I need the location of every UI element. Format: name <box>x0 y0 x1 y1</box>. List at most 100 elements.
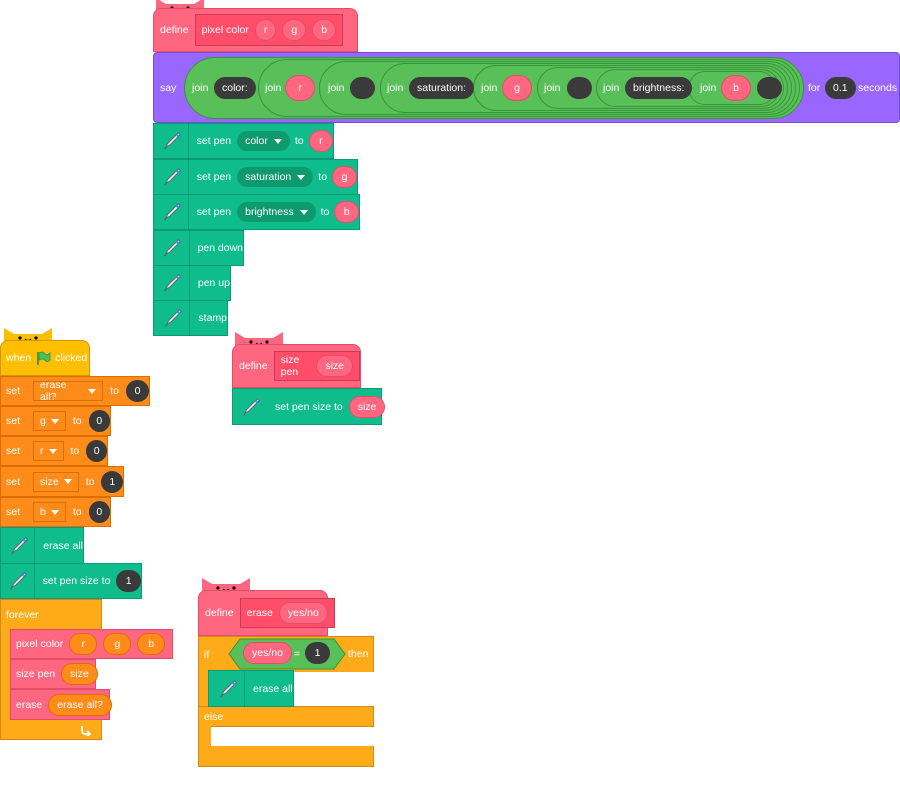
call-name: size pen <box>16 668 56 680</box>
variable-dropdown[interactable]: g <box>33 411 66 431</box>
value-input[interactable]: 0 <box>88 501 110 523</box>
set-pen-size-label: set pen size to <box>42 575 111 587</box>
call-erase-block[interactable]: erase erase all? <box>10 689 112 720</box>
icon-divider <box>189 300 191 336</box>
set-variable-block[interactable]: set size to 1 <box>0 466 124 497</box>
say-label: say <box>160 82 177 94</box>
icon-divider <box>188 123 189 159</box>
param-yes-no[interactable]: yes/no <box>278 602 328 624</box>
value-input[interactable]: 1 <box>101 470 123 493</box>
brightness-text-input[interactable]: brightness: <box>625 77 693 99</box>
call-name: erase <box>16 698 43 711</box>
cond-value[interactable]: 1 <box>305 642 330 664</box>
loop-arrow-icon <box>81 725 91 736</box>
erase-all-block[interactable]: erase all <box>0 527 84 564</box>
arg-b[interactable]: b <box>334 201 359 223</box>
if-else-footer <box>198 746 374 767</box>
value-input[interactable]: 0 <box>125 380 149 402</box>
set-pen-label: set pen <box>196 206 232 218</box>
arg-erase-all[interactable]: erase all? <box>48 693 112 716</box>
saturation-text-input[interactable]: saturation: <box>409 77 475 99</box>
value-input[interactable]: 1 <box>116 570 141 592</box>
arg-b[interactable]: b <box>137 633 166 655</box>
say-for-secs-block[interactable]: say join color: join r join join saturat… <box>153 52 900 123</box>
variable-dropdown[interactable]: b <box>33 502 66 522</box>
arg-r[interactable]: r <box>308 130 333 152</box>
pen-icon <box>216 677 240 701</box>
arg-g[interactable]: g <box>502 75 532 101</box>
join-label: join <box>265 82 282 94</box>
param-g[interactable]: g <box>282 19 307 41</box>
erase-all-block[interactable]: erase all <box>208 670 294 707</box>
arg-g[interactable]: g <box>103 633 132 655</box>
set-label: set <box>6 506 21 518</box>
pen-up-block[interactable]: pen up <box>153 265 231 301</box>
pen-icon <box>161 129 183 153</box>
set-pen-color-block[interactable]: set pen color to r <box>153 123 334 159</box>
chevron-down-icon <box>63 479 72 484</box>
set-variable-block[interactable]: set erase all? to 0 <box>0 376 150 406</box>
set-pen-saturation-block[interactable]: set pen saturation to g <box>153 159 358 195</box>
else-arm <box>198 726 211 746</box>
to-label: to <box>72 506 82 518</box>
param-b[interactable]: b <box>312 19 337 41</box>
empty-text-input[interactable] <box>350 77 375 99</box>
dropdown-value: b <box>40 506 46 518</box>
empty-text-input[interactable] <box>757 77 782 99</box>
arg-size[interactable]: size <box>61 663 98 685</box>
variable-dropdown[interactable]: erase all? <box>33 379 104 403</box>
define-label: define <box>205 607 234 619</box>
value-input[interactable]: 0 <box>88 410 110 432</box>
icon-divider <box>188 194 189 230</box>
arg-g[interactable]: g <box>332 166 357 188</box>
set-pen-label: set pen <box>196 171 232 183</box>
arg-r[interactable]: r <box>69 633 98 655</box>
pen-icon <box>161 306 184 330</box>
variable-dropdown[interactable]: size <box>33 471 79 492</box>
forever-footer <box>0 720 102 740</box>
pen-up-label: pen up <box>197 277 230 289</box>
pen-param-dropdown[interactable]: saturation <box>237 167 314 187</box>
param-r[interactable]: r <box>254 19 277 41</box>
pen-icon <box>7 534 30 558</box>
set-pen-size-label: set pen size to <box>275 400 343 413</box>
to-label: to <box>110 385 119 397</box>
erase-prototype: erase yes/no <box>239 598 335 628</box>
forever-label: forever <box>6 608 39 621</box>
cond-var[interactable]: yes/no <box>243 642 292 664</box>
set-variable-block[interactable]: set b to 0 <box>0 497 111 527</box>
dropdown-value: r <box>40 445 44 457</box>
chevron-down-icon <box>299 209 308 215</box>
arg-size[interactable]: size <box>348 395 386 418</box>
pen-icon <box>240 395 262 419</box>
icon-divider <box>33 563 35 599</box>
size-pen-prototype: size pen size <box>273 351 360 381</box>
join-label: join <box>387 82 404 94</box>
chevron-down-icon <box>48 448 57 454</box>
set-pen-size-block[interactable]: set pen size to 1 <box>0 563 142 599</box>
call-size-pen-block[interactable]: size pen size <box>10 659 98 689</box>
secs-input[interactable]: 0.1 <box>825 77 856 99</box>
pixel-color-prototype: pixel color r g b <box>194 14 344 46</box>
value-input[interactable]: 0 <box>86 440 107 462</box>
pen-down-block[interactable]: pen down <box>153 230 244 266</box>
arg-r[interactable]: r <box>285 75 315 101</box>
then-label: then <box>348 648 369 660</box>
green-flag-icon <box>37 351 51 365</box>
set-pen-size-block[interactable]: set pen size to size <box>232 388 386 425</box>
stamp-block[interactable]: stamp <box>153 300 228 336</box>
empty-text-input[interactable] <box>567 77 592 99</box>
set-label: set <box>6 385 21 397</box>
set-pen-brightness-block[interactable]: set pen brightness to b <box>153 194 360 230</box>
pen-param-dropdown[interactable]: brightness <box>237 202 316 222</box>
set-variable-block[interactable]: set r to 0 <box>0 436 108 466</box>
arg-b[interactable]: b <box>721 75 751 101</box>
to-label: to <box>72 415 82 427</box>
pen-param-dropdown[interactable]: color <box>237 131 290 151</box>
set-variable-block[interactable]: set g to 0 <box>0 406 111 436</box>
chevron-down-icon <box>297 174 306 180</box>
color-text-input[interactable]: color: <box>214 77 256 99</box>
variable-dropdown[interactable]: r <box>33 441 64 461</box>
param-size[interactable]: size <box>316 355 353 377</box>
call-pixel-color-block[interactable]: pixel color r g b <box>10 629 173 659</box>
